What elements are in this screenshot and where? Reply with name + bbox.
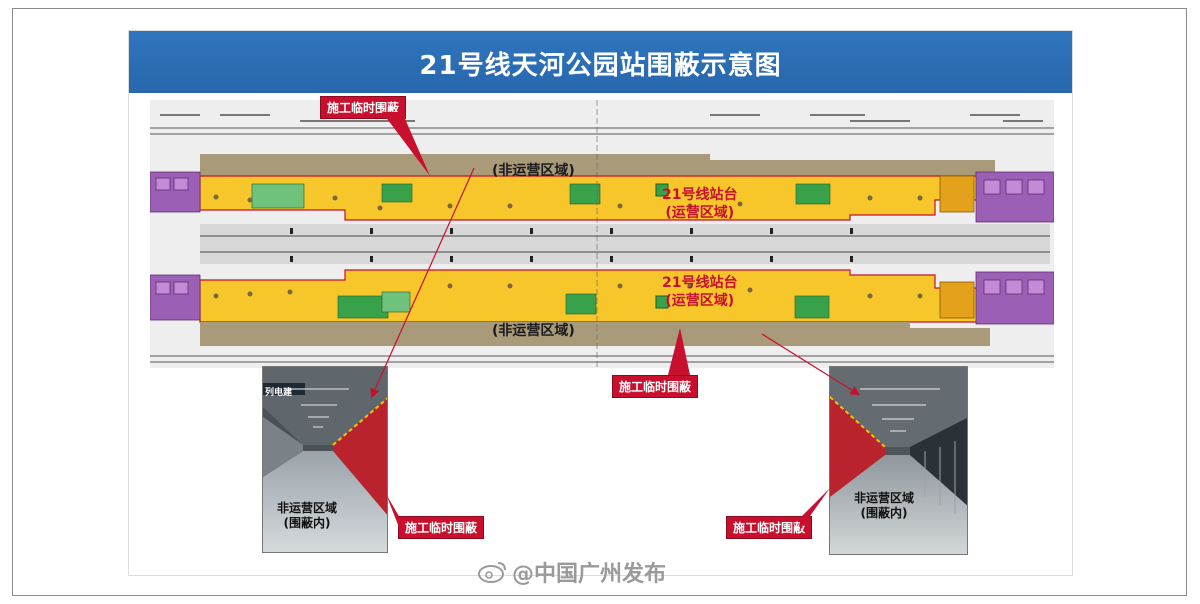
photo-left-caption-line1: 非运营区域 [277,501,338,515]
photo-left-caption: 非运营区域 (围蔽内) [277,501,337,531]
photo-left-image [263,367,387,552]
photo-right-caption: 非运营区域 (围蔽内) [854,491,914,521]
platform-label-bottom-line1: 21号线站台 [662,275,738,291]
platform-marker-top [655,183,669,197]
equipment-rooms-left [150,171,201,321]
platform-label-bottom-line2: (运营区域) [665,293,735,309]
photo-left-caption-line2: (围蔽内) [283,516,331,530]
callout-photo-right: 施工临时围蔽 [726,516,813,539]
platform-label-top-line1: 21号线站台 [662,187,738,203]
photo-left: 列电建 非运营区域 (围蔽内) [262,366,388,553]
title-bar: 21号线天河公园站围蔽示意图 [129,31,1072,93]
weibo-logo-icon [478,562,506,583]
service-room-bottom [939,281,975,319]
platform-label-top: 21号线站台 (运营区域) [662,186,737,222]
watermark: @中国广州发布 [512,562,667,587]
equipment-rooms-right [975,171,1054,325]
callout-construction-fence-top: 施工临时围蔽 [320,96,407,119]
track-lines [200,235,1050,253]
photo-right: 非运营区域 (围蔽内) [829,366,968,555]
photo-right-caption-line2: (围蔽内) [860,506,908,520]
service-room-top [939,175,975,213]
page-title: 21号线天河公园站围蔽示意图 [419,51,782,81]
track-area [200,224,1050,264]
plan-top-border [150,127,1054,363]
callout-construction-fence-bottom: 施工临时围蔽 [612,375,699,398]
non-operating-area-bottom [200,322,990,346]
photo-left-sign: 列电建 [265,388,293,398]
platform-marker-bottom [655,295,669,309]
photo-right-image [830,367,967,554]
non-operating-label-top: (非运营区域) [492,163,575,179]
platform-label-top-line2: (运营区域) [665,205,735,221]
station-plan [150,100,1054,368]
photo-right-caption-line1: 非运营区域 [854,491,915,505]
platform-label-bottom: 21号线站台 (运营区域) [662,274,737,310]
non-operating-label-bottom: (非运营区域) [492,323,575,339]
callout-photo-left: 施工临时围蔽 [398,516,485,539]
